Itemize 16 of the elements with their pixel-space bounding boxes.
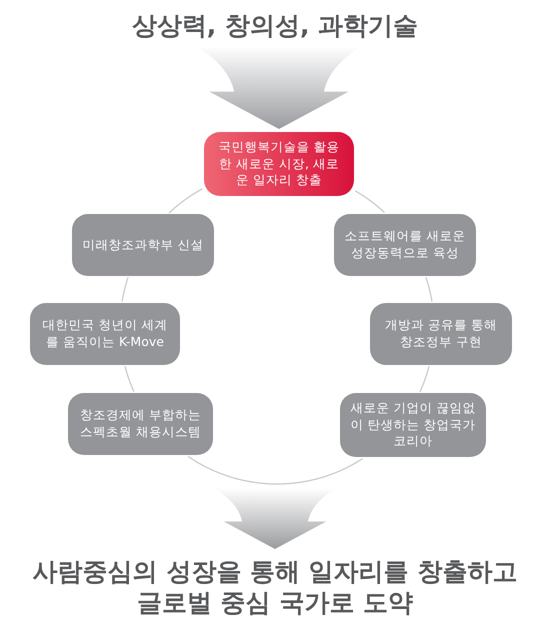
heading-text: 상상력, 창의성, 과학기술 — [132, 10, 418, 42]
process-box: 소프트웨어를 새로운 성장동력으로 육성 — [334, 214, 476, 276]
connector-arc — [419, 366, 430, 392]
connector-arc — [425, 277, 433, 302]
process-box: 대한민국 청년이 세계를 움직이는 K-Move — [30, 303, 180, 365]
connector-arc — [188, 456, 363, 485]
connector-arc — [124, 366, 134, 392]
process-box: 개방과 공유를 통해 창조정부 구현 — [370, 303, 512, 365]
heading-text: 사람중심의 성장을 통해 일자리를 창출하고 글로벌 중심 국가로 도약 — [32, 556, 518, 618]
heading-text: 국민행복기술을 활용한 새로운 시장, 새로운 일자리 창출 — [204, 132, 354, 196]
highlight-box: 미래창조과학부 신설 — [72, 214, 214, 276]
process-box: 창조경제에 부합하는 스펙초월 채용시스템 — [68, 393, 213, 455]
connector-arc — [121, 277, 129, 302]
process-box: 새로운 기업이 끊임없이 탄생하는 창업국가코리아 — [340, 393, 486, 457]
connector-arc — [354, 190, 385, 213]
connector-arc — [168, 188, 203, 214]
